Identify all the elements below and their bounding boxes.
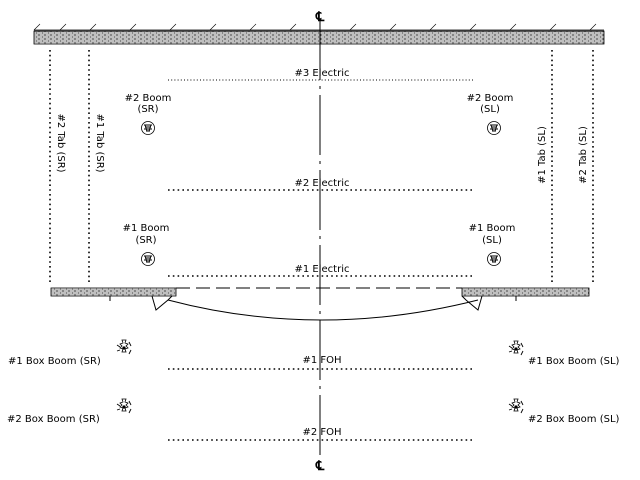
boom-2-sr-label-line1: #2 Boom <box>125 93 172 104</box>
electric-2-label: #2 Electric <box>295 178 350 189</box>
tab-1-sr-label: #1 Tab (SR) <box>94 113 105 172</box>
back-wall <box>33 23 605 45</box>
foh-1-label: #1 FOH <box>302 355 341 366</box>
foh-2-label: #2 FOH <box>302 427 341 438</box>
box-boom-1-sr-label: #1 Box Boom (SR) <box>8 356 101 367</box>
boom-1-sr-fixture-icon <box>141 252 155 266</box>
boom-1-sl-label-line1: #1 Boom <box>469 223 516 234</box>
boom-2-sr-label-line2: (SR) <box>137 104 158 115</box>
electric-1-label: #1 Electric <box>295 264 350 275</box>
boom-1-sl-fixture-icon <box>487 252 501 266</box>
boom-1-sr-label-line1: #1 Boom <box>123 223 170 234</box>
box-boom-1-sr-fixture-icon <box>116 339 132 355</box>
boom-2-sl-label-line1: #2 Boom <box>467 93 514 104</box>
box-boom-1-sl-label: #1 Box Boom (SL) <box>528 356 620 367</box>
box-boom-2-sl-fixture-icon <box>508 398 524 414</box>
box-boom-2-sl-label: #2 Box Boom (SL) <box>528 414 620 425</box>
boom-2-sr-fixture-icon <box>141 121 155 135</box>
box-boom-1-sl-fixture-icon <box>508 340 524 356</box>
boom-2-sl-fixture-icon <box>487 121 501 135</box>
tab-2-sl-label: #2 Tab (SL) <box>578 126 589 184</box>
apron-edge <box>167 299 479 321</box>
centerline-symbol-bottom: ℄ <box>315 459 325 474</box>
box-boom-2-sr-fixture-icon <box>116 398 132 414</box>
boom-2-sl-label-line2: (SL) <box>480 104 500 115</box>
tab-1-sl-label: #1 Tab (SL) <box>537 126 548 184</box>
boom-1-sr-label-line2: (SR) <box>135 235 156 246</box>
proscenium-wall <box>50 287 590 311</box>
boom-1-sl-label-line2: (SL) <box>482 235 502 246</box>
centerline-symbol-top: ℄ <box>315 10 325 25</box>
electric-3-label: #3 Electric <box>295 68 350 79</box>
tab-2-sr-label: #2 Tab (SR) <box>55 113 66 172</box>
box-boom-2-sr-label: #2 Box Boom (SR) <box>7 414 100 425</box>
